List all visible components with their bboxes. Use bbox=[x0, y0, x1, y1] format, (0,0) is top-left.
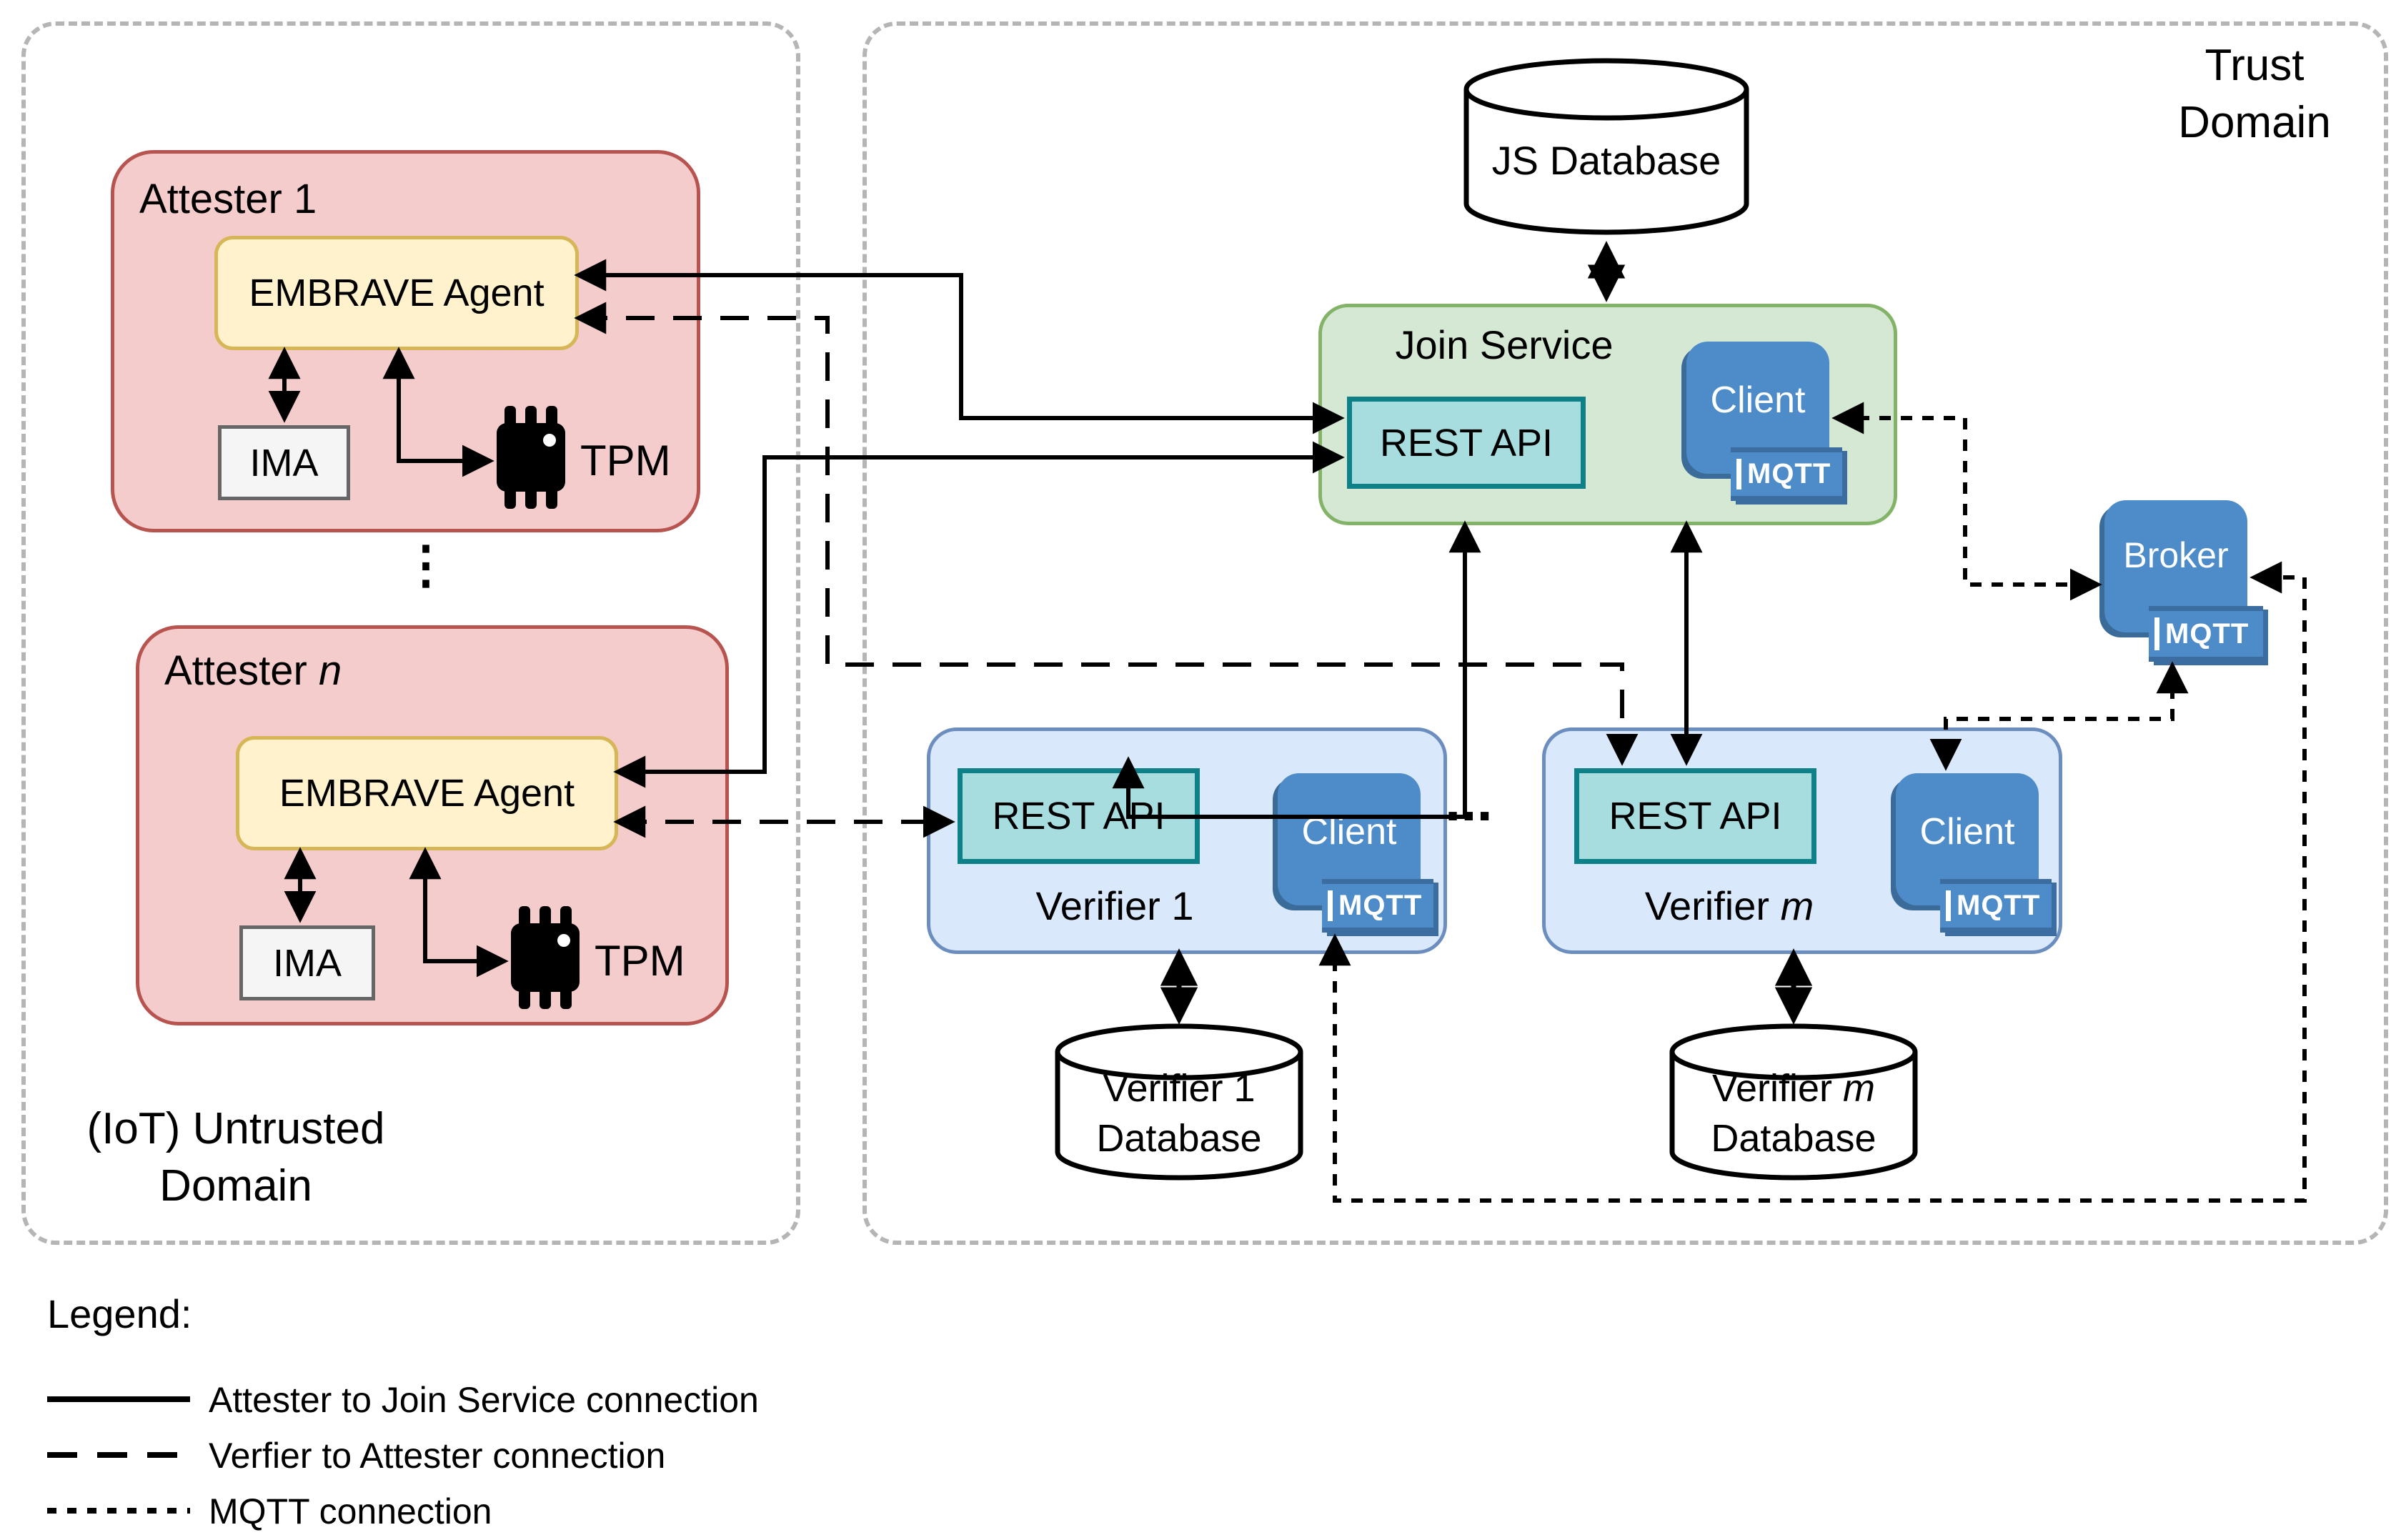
badge-left-notch bbox=[1328, 890, 1333, 922]
attester-1-ima-box: IMA bbox=[218, 425, 350, 500]
verifier-m-db-line1-var: m bbox=[1843, 1067, 1876, 1110]
trust-domain-label-line1: Trust bbox=[2204, 41, 2305, 90]
verifier-m-mqtt-label: MQTT bbox=[1957, 890, 2041, 921]
verifier-m-db-line1-prefix: Verifier bbox=[1711, 1067, 1844, 1110]
verifier-m-mqtt-badge: MQTT bbox=[1940, 879, 2052, 933]
legend-title: Legend: bbox=[47, 1291, 192, 1336]
verifier-m-title: Verifier m bbox=[1615, 883, 1844, 929]
verifier-1-db-line2: Database bbox=[1096, 1117, 1262, 1160]
verifier-m-title-var: m bbox=[1780, 883, 1814, 928]
verifier-1-database-label: Verifier 1 Database bbox=[1058, 1063, 1301, 1163]
attester-n-ima-box: IMA bbox=[239, 925, 375, 1000]
verifier-m-title-prefix: Verifier bbox=[1644, 883, 1781, 928]
verifier-m-database-label: Verifier m Database bbox=[1672, 1063, 1915, 1163]
verifier-m-db-line2: Database bbox=[1711, 1117, 1876, 1160]
untrusted-domain-label-line1: (IoT) Untrusted bbox=[86, 1104, 385, 1153]
attester-n-embrave-agent: EMBRAVE Agent bbox=[236, 736, 618, 850]
attester-n-title: Attester n bbox=[164, 647, 342, 695]
attester-1-embrave-agent: EMBRAVE Agent bbox=[214, 236, 579, 350]
join-service-title: Join Service bbox=[1395, 322, 1614, 367]
verifier-1-title: Verifier 1 bbox=[1035, 883, 1194, 928]
js-database-label: JS Database bbox=[1491, 138, 1721, 183]
join-service-rest-api-label: REST API bbox=[1379, 421, 1554, 465]
join-service-mqtt-label: MQTT bbox=[1747, 458, 1831, 490]
legend-item-solid-label: Attester to Join Service connection bbox=[209, 1380, 759, 1420]
broker-mqtt-badge: MQTT bbox=[2149, 606, 2263, 662]
attester-n-agent-label: EMBRAVE Agent bbox=[279, 772, 575, 815]
attester-n-title-prefix: Attester bbox=[164, 647, 319, 694]
broker-label: Broker bbox=[2123, 535, 2229, 575]
verifier-1-db-line1: Verifier 1 bbox=[1103, 1067, 1256, 1110]
broker-mqtt-label: MQTT bbox=[2165, 617, 2250, 650]
join-service-rest-api: REST API bbox=[1347, 397, 1586, 489]
verifier-m-rest-api-label: REST API bbox=[1609, 795, 1782, 838]
badge-left-notch bbox=[1736, 458, 1741, 490]
legend-item-dotted-label: MQTT connection bbox=[209, 1491, 492, 1531]
verifier-1-client-label: Client bbox=[1301, 811, 1397, 853]
verifier-1-mqtt-label: MQTT bbox=[1338, 890, 1423, 921]
attester-1-agent-label: EMBRAVE Agent bbox=[249, 272, 545, 314]
trust-domain-label-line2: Domain bbox=[2178, 98, 2331, 147]
badge-left-notch bbox=[1946, 890, 1951, 922]
verifier-1-rest-api: REST API bbox=[958, 768, 1200, 864]
attester-1-tpm-label: TPM bbox=[580, 437, 671, 485]
join-service-mqtt-badge: MQTT bbox=[1731, 447, 1842, 501]
attester-ellipsis: ⋮ bbox=[400, 537, 452, 594]
trust-domain-label: Trust Domain bbox=[2144, 37, 2365, 151]
legend-item-dashed-label: Verfier to Attester connection bbox=[209, 1436, 666, 1476]
attester-n-tpm-label: TPM bbox=[595, 937, 685, 985]
untrusted-domain-label: (IoT) Untrusted Domain bbox=[43, 1101, 429, 1215]
attester-1-ima-label: IMA bbox=[249, 441, 319, 485]
verifier-ellipsis: ... bbox=[1445, 769, 1493, 833]
verifier-1-mqtt-badge: MQTT bbox=[1322, 879, 1433, 933]
attester-1-title: Attester 1 bbox=[139, 176, 317, 222]
verifier-m-client-label: Client bbox=[1919, 811, 2015, 853]
verifier-m-rest-api: REST API bbox=[1574, 768, 1816, 864]
join-service-client-label: Client bbox=[1710, 379, 1806, 421]
attester-n-ima-label: IMA bbox=[272, 941, 342, 985]
badge-left-notch bbox=[2154, 617, 2159, 651]
untrusted-domain-label-line2: Domain bbox=[159, 1161, 312, 1211]
attester-n-title-var: n bbox=[318, 647, 342, 694]
verifier-1-rest-api-label: REST API bbox=[992, 795, 1165, 838]
